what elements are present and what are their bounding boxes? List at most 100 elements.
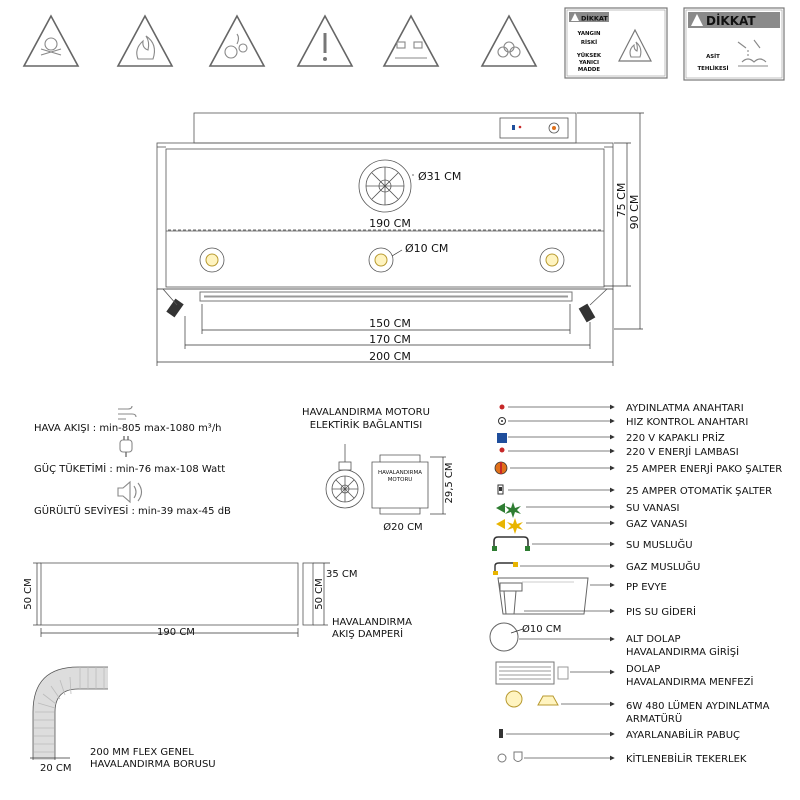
flex-duct-detail: 20 CM 200 MM FLEX GENEL HAVALANDIRMA BOR… — [30, 666, 216, 774]
drain-icon — [499, 582, 523, 615]
biohazard-icon — [480, 14, 538, 67]
legend-menfez-1: DOLAP — [626, 664, 660, 675]
damper-width-label: 190 CM — [157, 627, 195, 638]
lighting-switch-icon — [499, 404, 505, 410]
sign2-title: DİKKAT — [706, 13, 756, 28]
legend-item-1: AYDINLATMA ANAHTARI — [626, 403, 744, 414]
legend-teker: KİTLENEBİLİR TEKERLEK — [626, 752, 747, 765]
sign1-flame-icon — [618, 28, 652, 62]
wind-icon — [118, 405, 137, 420]
hazard-icons-row — [22, 14, 538, 67]
component-legend: Ø10 CM — [489, 403, 782, 765]
damper-top-width: 35 CM — [326, 569, 358, 580]
toxic-hazard-icon — [22, 14, 80, 67]
damper-detail: 50 CM 190 CM 35 CM 50 CM HAVALANDIRMA AK… — [23, 562, 412, 640]
damper-left-height: 50 CM — [23, 578, 34, 610]
motor-body-icon — [371, 454, 429, 515]
sign1-line-5: MADDE — [578, 67, 600, 73]
flammable-hazard-icon — [116, 14, 174, 67]
power-spec: GÜÇ TÜKETİMİ : min-76 max-108 Watt — [34, 462, 225, 475]
light-armature-icon — [505, 690, 559, 708]
water-tap-icon — [492, 536, 530, 551]
width-150-label: 150 CM — [369, 317, 411, 330]
breaker-switch-icon — [497, 484, 504, 495]
sign2-acid-icon — [737, 39, 768, 67]
flex-duct-icon — [32, 666, 108, 760]
legend-item-8: GAZ VANASI — [626, 519, 687, 530]
legend-item-6: 25 AMPER OTOMATİK ŞALTER — [626, 484, 772, 497]
legend-pabuc: AYARLANABİLİR PABUÇ — [626, 728, 740, 741]
width-200-label: 200 CM — [369, 350, 411, 363]
width-170-label: 170 CM — [369, 333, 411, 346]
motor-title-2: ELEKTİRİK BAĞLANTISI — [310, 418, 422, 431]
sign1-title: DİKKAT — [581, 14, 608, 23]
flex-label-1: 200 MM FLEX GENEL — [90, 747, 194, 758]
height-75-label: 75 CM — [615, 183, 628, 218]
legend-item-5: 25 AMPER ENERJİ PAKO ŞALTER — [626, 462, 782, 475]
speaker-icon — [117, 480, 143, 504]
legend-menfez-2: HAVALANDIRMA MENFEZİ — [626, 675, 753, 688]
fire-risk-sign: DİKKAT YANGIN RİSKİ YÜKSEK YANICI MADDE — [564, 7, 668, 79]
legend-item-7: SU VANASI — [626, 503, 680, 514]
sign1-line-4: YANICI — [578, 60, 599, 66]
flex-label-2: HAVALANDIRMA BORUSU — [90, 759, 216, 770]
legend-item-12: PIS SU GİDERİ — [626, 605, 696, 618]
damper-label-1: HAVALANDIRMA — [332, 617, 412, 628]
legend-item-10: GAZ MUSLUĞU — [626, 560, 700, 573]
motor-label-1: HAVALANDIRMA — [378, 470, 422, 476]
pako-switch-icon — [494, 461, 508, 475]
sign1-line-2: RİSKİ — [581, 39, 597, 46]
legend-armatur-1: 6W 480 LÜMEN AYDINLATMA — [626, 699, 770, 712]
power-lamp-icon — [499, 447, 505, 453]
cabinet-grille-icon — [495, 661, 569, 685]
damper-right-height: 50 CM — [314, 578, 325, 610]
flex-diameter: 20 CM — [40, 763, 72, 774]
ventilation-fan-icon — [358, 159, 412, 213]
sign1-line-1: YANGIN — [576, 31, 601, 37]
motor-fan-icon — [325, 444, 365, 509]
light-diameter-label: Ø10 CM — [405, 242, 448, 255]
adjustable-foot-icon — [499, 729, 503, 738]
water-valve-icon — [496, 502, 521, 518]
fume-hood-front-view: Ø31 CM 190 CM Ø10 CM 75 CM 90 CM 150 CM — [156, 112, 644, 366]
light-fixture-icon — [199, 247, 565, 273]
motor-connection-detail: HAVALANDIRMA MOTORU ELEKTİRİK BAĞLANTISI… — [302, 407, 455, 533]
cabinet-inlet-diameter: Ø10 CM — [522, 623, 561, 635]
acid-danger-sign: DİKKAT ASİT TEHLİKESİ — [683, 7, 785, 81]
control-panel — [499, 117, 569, 139]
noise-spec: GÜRÜLTÜ SEVİYESİ : min-39 max-45 dB — [34, 504, 231, 517]
cabinet-inlet-icon — [489, 622, 524, 652]
legend-item-3: 220 V KAPAKLI PRİZ — [626, 431, 725, 444]
speed-control-icon — [498, 417, 506, 425]
sign2-line-2: TEHLİKESİ — [697, 65, 728, 72]
legend-item-9: SU MUSLUĞU — [626, 538, 693, 551]
motor-height-label: 29,5 CM — [444, 462, 455, 503]
motor-diameter-label: Ø20 CM — [383, 521, 422, 533]
specifications-block: HAVA AKIŞI : min-805 max-1080 m³/h GÜÇ T… — [34, 405, 231, 517]
plug-icon — [119, 436, 133, 457]
warning-exclamation-icon — [296, 14, 354, 67]
gas-tap-icon — [493, 562, 518, 575]
locking-caster-icon — [497, 751, 523, 763]
airflow-spec: HAVA AKIŞI : min-805 max-1080 m³/h — [34, 423, 222, 434]
oxidizer-hazard-icon — [208, 14, 266, 67]
inner-width-label: 190 CM — [369, 217, 411, 230]
legend-armatur-2: ARMATÜRÜ — [626, 712, 682, 725]
sign1-line-3: YÜKSEK — [576, 52, 602, 59]
legend-item-4: 220 V ENERJİ LAMBASI — [626, 445, 739, 458]
sign2-line-1: ASİT — [706, 53, 720, 60]
fan-diameter-label: Ø31 CM — [418, 170, 461, 183]
height-90-label: 90 CM — [628, 195, 641, 230]
motor-title-1: HAVALANDIRMA MOTORU — [302, 407, 430, 418]
legend-item-2: HIZ KONTROL ANAHTARI — [626, 417, 748, 428]
legend-item-11: PP EVYE — [626, 582, 667, 593]
damper-label-2: AKIŞ DAMPERİ — [332, 627, 403, 640]
legend-alt-dolap-1: ALT DOLAP — [626, 634, 681, 645]
corrosive-hazard-icon — [382, 14, 440, 67]
gas-valve-icon — [496, 518, 523, 534]
motor-label-2: MOTORU — [388, 477, 413, 483]
legend-alt-dolap-2: HAVALANDIRMA GİRİŞİ — [626, 645, 739, 658]
socket-icon — [497, 433, 507, 443]
